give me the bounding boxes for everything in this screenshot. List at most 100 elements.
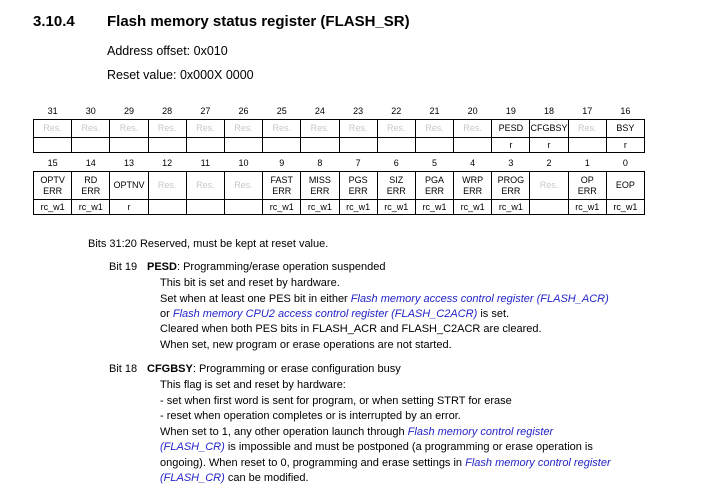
bit-number: 26 bbox=[238, 106, 249, 116]
bit-name-part: OPTV bbox=[40, 174, 65, 185]
bit19-line1: This bit is set and reset by hardware. bbox=[160, 277, 340, 289]
bit-access: rc_w1 bbox=[376, 199, 416, 215]
bit-name-part: Res. bbox=[196, 180, 215, 190]
reset-value: Reset value: 0x000X 0000 bbox=[107, 68, 254, 82]
bit19-line2-text: Set when at least one PES bit in either bbox=[160, 293, 351, 305]
bit-access bbox=[71, 137, 111, 153]
bit-number: 11 bbox=[200, 158, 211, 168]
bit-access bbox=[32, 137, 73, 153]
bit-name-part: PGS bbox=[348, 174, 368, 185]
bit-name-part: OPTNV bbox=[113, 180, 145, 190]
bit-number: 20 bbox=[467, 106, 478, 116]
bit19-line3-tail: is set. bbox=[477, 308, 510, 320]
bit-number: 16 bbox=[620, 106, 631, 116]
bit-number: 7 bbox=[355, 158, 361, 168]
bit-number: 18 bbox=[544, 106, 555, 116]
bit-name-part: ERR bbox=[310, 185, 330, 196]
bit-number: 6 bbox=[393, 158, 399, 168]
address-offset: Address offset: 0x010 bbox=[107, 44, 228, 58]
bit-access: rc_w1 bbox=[71, 199, 111, 215]
bit18-line1: This flag is set and reset by hardware: bbox=[160, 379, 346, 391]
bit-access bbox=[185, 137, 225, 153]
bit-number: 29 bbox=[123, 106, 134, 116]
bit-field-name: Res. bbox=[147, 119, 187, 138]
bit-number: 23 bbox=[353, 106, 364, 116]
bit-name-part: ERR bbox=[81, 185, 101, 196]
bit18-name: CFGBSY bbox=[147, 363, 193, 375]
bit-access: rc_w1 bbox=[491, 199, 531, 215]
section-title: Flash memory status register (FLASH_SR) bbox=[107, 13, 410, 30]
bit-access bbox=[223, 199, 264, 215]
bit-number: 1 bbox=[584, 158, 590, 168]
bit-field-name: Res. bbox=[376, 119, 416, 138]
bit19-label: Bit 19 bbox=[109, 261, 138, 273]
bit18-line6: ongoing). When reset to 0, programming a… bbox=[160, 456, 611, 472]
bit-number: 4 bbox=[470, 158, 476, 168]
bit-field-name: BSY bbox=[605, 119, 646, 138]
bit-name-part: ERR bbox=[463, 185, 483, 196]
bit-access: r bbox=[491, 137, 531, 153]
bit-access: rc_w1 bbox=[567, 199, 607, 215]
bit-number: 14 bbox=[85, 158, 96, 168]
bit-field-name: Res. bbox=[185, 119, 225, 138]
bit-field-name: Res. bbox=[414, 119, 455, 138]
bit-field-name: Res. bbox=[529, 171, 569, 200]
bit-name-part: Res. bbox=[539, 180, 559, 190]
bit-name-part: OP bbox=[580, 174, 594, 185]
bit-access bbox=[147, 199, 187, 215]
bit18-line7-text: can be modified. bbox=[224, 472, 309, 484]
bit-access: rc_w1 bbox=[300, 199, 340, 215]
bit-field-name: PESD bbox=[491, 119, 531, 138]
bit18-line6-text: ongoing). When reset to 0, programming a… bbox=[160, 457, 466, 469]
bit-number: 5 bbox=[431, 158, 437, 168]
bit-number: 21 bbox=[429, 106, 440, 116]
bit-number: 30 bbox=[85, 106, 96, 116]
bit18-line4-text: When set to 1, any other operation launc… bbox=[160, 426, 408, 438]
bit18-line2: - set when first word is sent for progra… bbox=[160, 395, 512, 407]
flash-acr-link[interactable]: Flash memory access control register (FL… bbox=[350, 293, 609, 305]
bit-name-part: PROG bbox=[497, 174, 525, 185]
bit18-heading: CFGBSY: Programming or erase configurati… bbox=[147, 362, 401, 378]
bit18-line3: - reset when operation completes or is i… bbox=[160, 410, 461, 422]
bit18-line5: (FLASH_CR) is impossible and must be pos… bbox=[160, 440, 593, 456]
bit-access bbox=[147, 137, 187, 153]
bit-access: r bbox=[605, 137, 646, 153]
bit-access bbox=[109, 137, 149, 153]
bit-field-name: Res. bbox=[453, 119, 493, 138]
flash-cr-link-2a[interactable]: Flash memory control register bbox=[465, 457, 611, 469]
bit-field-name: Res. bbox=[32, 119, 73, 138]
bit-access bbox=[223, 137, 264, 153]
bit-name-part: ERR bbox=[348, 185, 368, 196]
bit-access: rc_w1 bbox=[605, 199, 646, 215]
flash-cr-link-1a[interactable]: Flash memory control register bbox=[407, 426, 554, 438]
bit-name-part: ERR bbox=[424, 185, 444, 196]
bit-name-part: Res. bbox=[157, 180, 177, 190]
bit19-title: : Programming/erase operation suspended bbox=[176, 261, 386, 273]
bit-number: 13 bbox=[123, 158, 134, 168]
flash-c2acr-link[interactable]: Flash memory CPU2 access control registe… bbox=[172, 308, 478, 320]
bit-field-name: CFGBSY bbox=[529, 119, 569, 138]
bit-number: 31 bbox=[47, 106, 58, 116]
bit-access bbox=[529, 199, 569, 215]
bit-name-part: ERR bbox=[272, 185, 292, 196]
bit-access: rc_w1 bbox=[32, 199, 73, 215]
flash-cr-link-1b[interactable]: (FLASH_CR) bbox=[160, 441, 225, 453]
flash-cr-link-2b[interactable]: (FLASH_CR) bbox=[160, 472, 225, 484]
bit-access: rc_w1 bbox=[262, 199, 302, 215]
bit-name-part: RD bbox=[84, 174, 98, 185]
bit-field-name: Res. bbox=[185, 171, 225, 200]
bit-number: 8 bbox=[317, 158, 323, 168]
bit-name-part: WRP bbox=[462, 174, 484, 185]
bit-name-part: ERR bbox=[43, 185, 63, 196]
bit-name-part: FAST bbox=[270, 174, 293, 185]
bit-number: 28 bbox=[162, 106, 173, 116]
bit-number: 12 bbox=[162, 158, 173, 168]
bit-field-name: Res. bbox=[109, 119, 149, 138]
